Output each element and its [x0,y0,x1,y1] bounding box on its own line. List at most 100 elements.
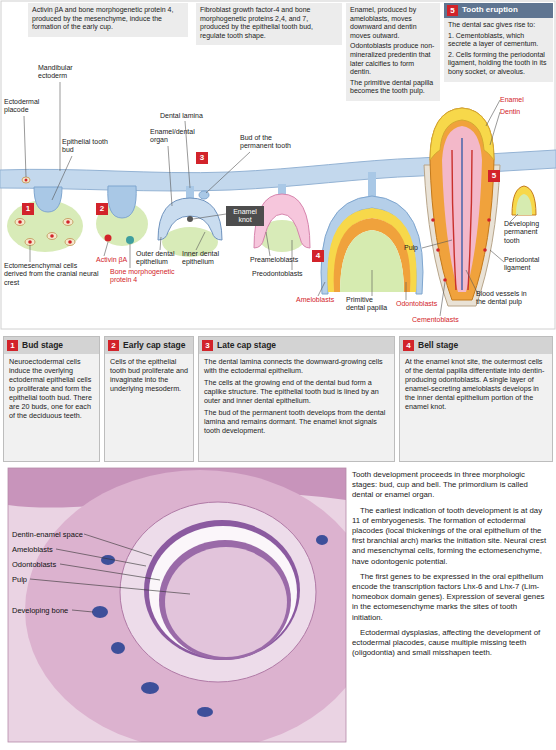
box-body: Neuroectodermal cells induce the overlyi… [4,354,99,426]
part-label: Periodontal ligament [504,256,554,273]
body-text: Fibroblast growth factor-4 and bone morp… [200,6,338,40]
histology-frame [8,468,346,742]
developing-bone [141,682,159,694]
body-text: The dental lamina connects the downward-… [204,357,389,375]
nucleus [18,220,22,224]
structure-tag: Enamel knot [226,206,264,226]
stage-box: 2Early cap stageCells of the epithelial … [104,336,194,462]
cap [158,198,222,240]
dental-lamina [368,172,376,198]
tooth-bud [34,187,62,212]
leader-line [486,100,500,126]
body-text: 1. Cementoblasts, which secrete a layer … [448,32,549,49]
leader-line [318,282,325,296]
box-body: At the enamel knot site, the outermost c… [400,354,552,417]
enamel-knot-dot [187,216,193,222]
body-text: Neuroectodermal cells induce the overlyi… [9,357,94,420]
part-label: Cementoblasts [412,316,472,324]
part-label: Bud of the permanent tooth [240,134,294,151]
leader-line [440,282,445,316]
leader-line [168,146,172,206]
mesenchyme [25,470,346,742]
callout-number: 2 [108,340,119,351]
callout-number: 3 [202,340,213,351]
stage-box: 4Bell stageAt the enamel knot site, the … [399,336,553,462]
permanent-tooth [512,186,536,215]
leader-line [30,245,31,262]
histology-label: Pulp [12,575,102,584]
leader-line [104,242,108,256]
leader-line [60,82,61,171]
leader-line [372,270,373,296]
cementoblast [431,218,435,222]
callout-number: 4 [403,340,414,351]
part-label: Preodontoblasts [252,270,314,278]
box-title: Tooth eruption [462,6,518,15]
callout-number: 1 [7,340,18,351]
body-text: Cells of the epithelial tooth bud prolif… [110,357,188,393]
part-label: Developing permanent tooth [504,220,554,245]
body-text: 2. Cells forming the periodontal ligamen… [448,51,549,77]
cementoblast [483,248,487,252]
bmp-signal [126,236,134,244]
part-label: Enamel/dental organ [150,128,190,145]
paragraph: Ectodermal dysplasias, affecting the dev… [352,628,550,659]
nucleus [50,234,54,238]
developing-bone [316,535,328,545]
part-label: Dentin [500,108,540,116]
histology-label: Ameloblasts [12,545,102,554]
paragraph: The first genes to be expressed in the o… [352,572,550,623]
callout-number: 3 [196,152,208,164]
cell [65,239,75,246]
leader-line [206,152,250,193]
callout-box: Enamel, produced by ameloblasts, moves d… [346,3,440,101]
leader-line [490,250,504,262]
part-label: Mandibular ectoderm [38,64,90,81]
stage-box: 1 Bud stageNeuroectodermal cells induce t… [3,336,100,462]
leader-line [292,240,293,270]
box-header: 3Late cap stage [199,337,394,354]
leader-line [56,549,146,566]
part-label: Enamel [500,96,540,104]
part-label: Primitive dental papilla [346,296,392,313]
developing-bone [92,606,108,618]
box-header: 5Tooth eruption [444,3,553,18]
leader-line [24,116,26,177]
odontoblast-layer [159,540,291,660]
cell [25,239,35,246]
histology-label: Odontoblasts [12,560,102,569]
leader-line [422,240,452,248]
leader-line [30,579,190,594]
part-label: Preameloblasts [250,256,312,264]
part-label: Ameloblasts [296,296,346,304]
body-text: Enamel, produced by ameloblasts, moves d… [350,6,436,40]
dentin [430,108,494,300]
enamel-organ [120,502,316,682]
callout-number: 2 [96,203,108,215]
body-text: Enamel knot [229,208,261,224]
callout-number: 1 [22,203,34,215]
activin-signal [105,235,112,242]
tooth-bud [108,186,136,218]
box-body: The dental lamina connects the downward-… [199,354,394,441]
box-header: 4Bell stage [400,337,552,354]
leader-line [60,564,160,580]
part-label: Ectomesenchymal cells derived from the c… [4,262,100,287]
leader-line [406,282,407,300]
nucleus [25,179,28,182]
box-title: Bud stage [22,341,63,350]
pulp [165,547,287,657]
leader-line [130,244,131,268]
leader-line [84,534,152,556]
box-header: 1 Bud stage [4,337,99,354]
leader-line [490,112,500,145]
leader-lines [24,82,518,316]
pulp [442,126,482,292]
part-label: Bone morphogenetic protein 4 [110,268,180,285]
cell [15,219,25,226]
part-label: Blood vessels in the dental pulp [476,290,538,307]
cementoblast [443,278,447,282]
cell [47,233,57,240]
histology-label: Developing bone [12,606,102,615]
blood-vessel [452,150,456,290]
